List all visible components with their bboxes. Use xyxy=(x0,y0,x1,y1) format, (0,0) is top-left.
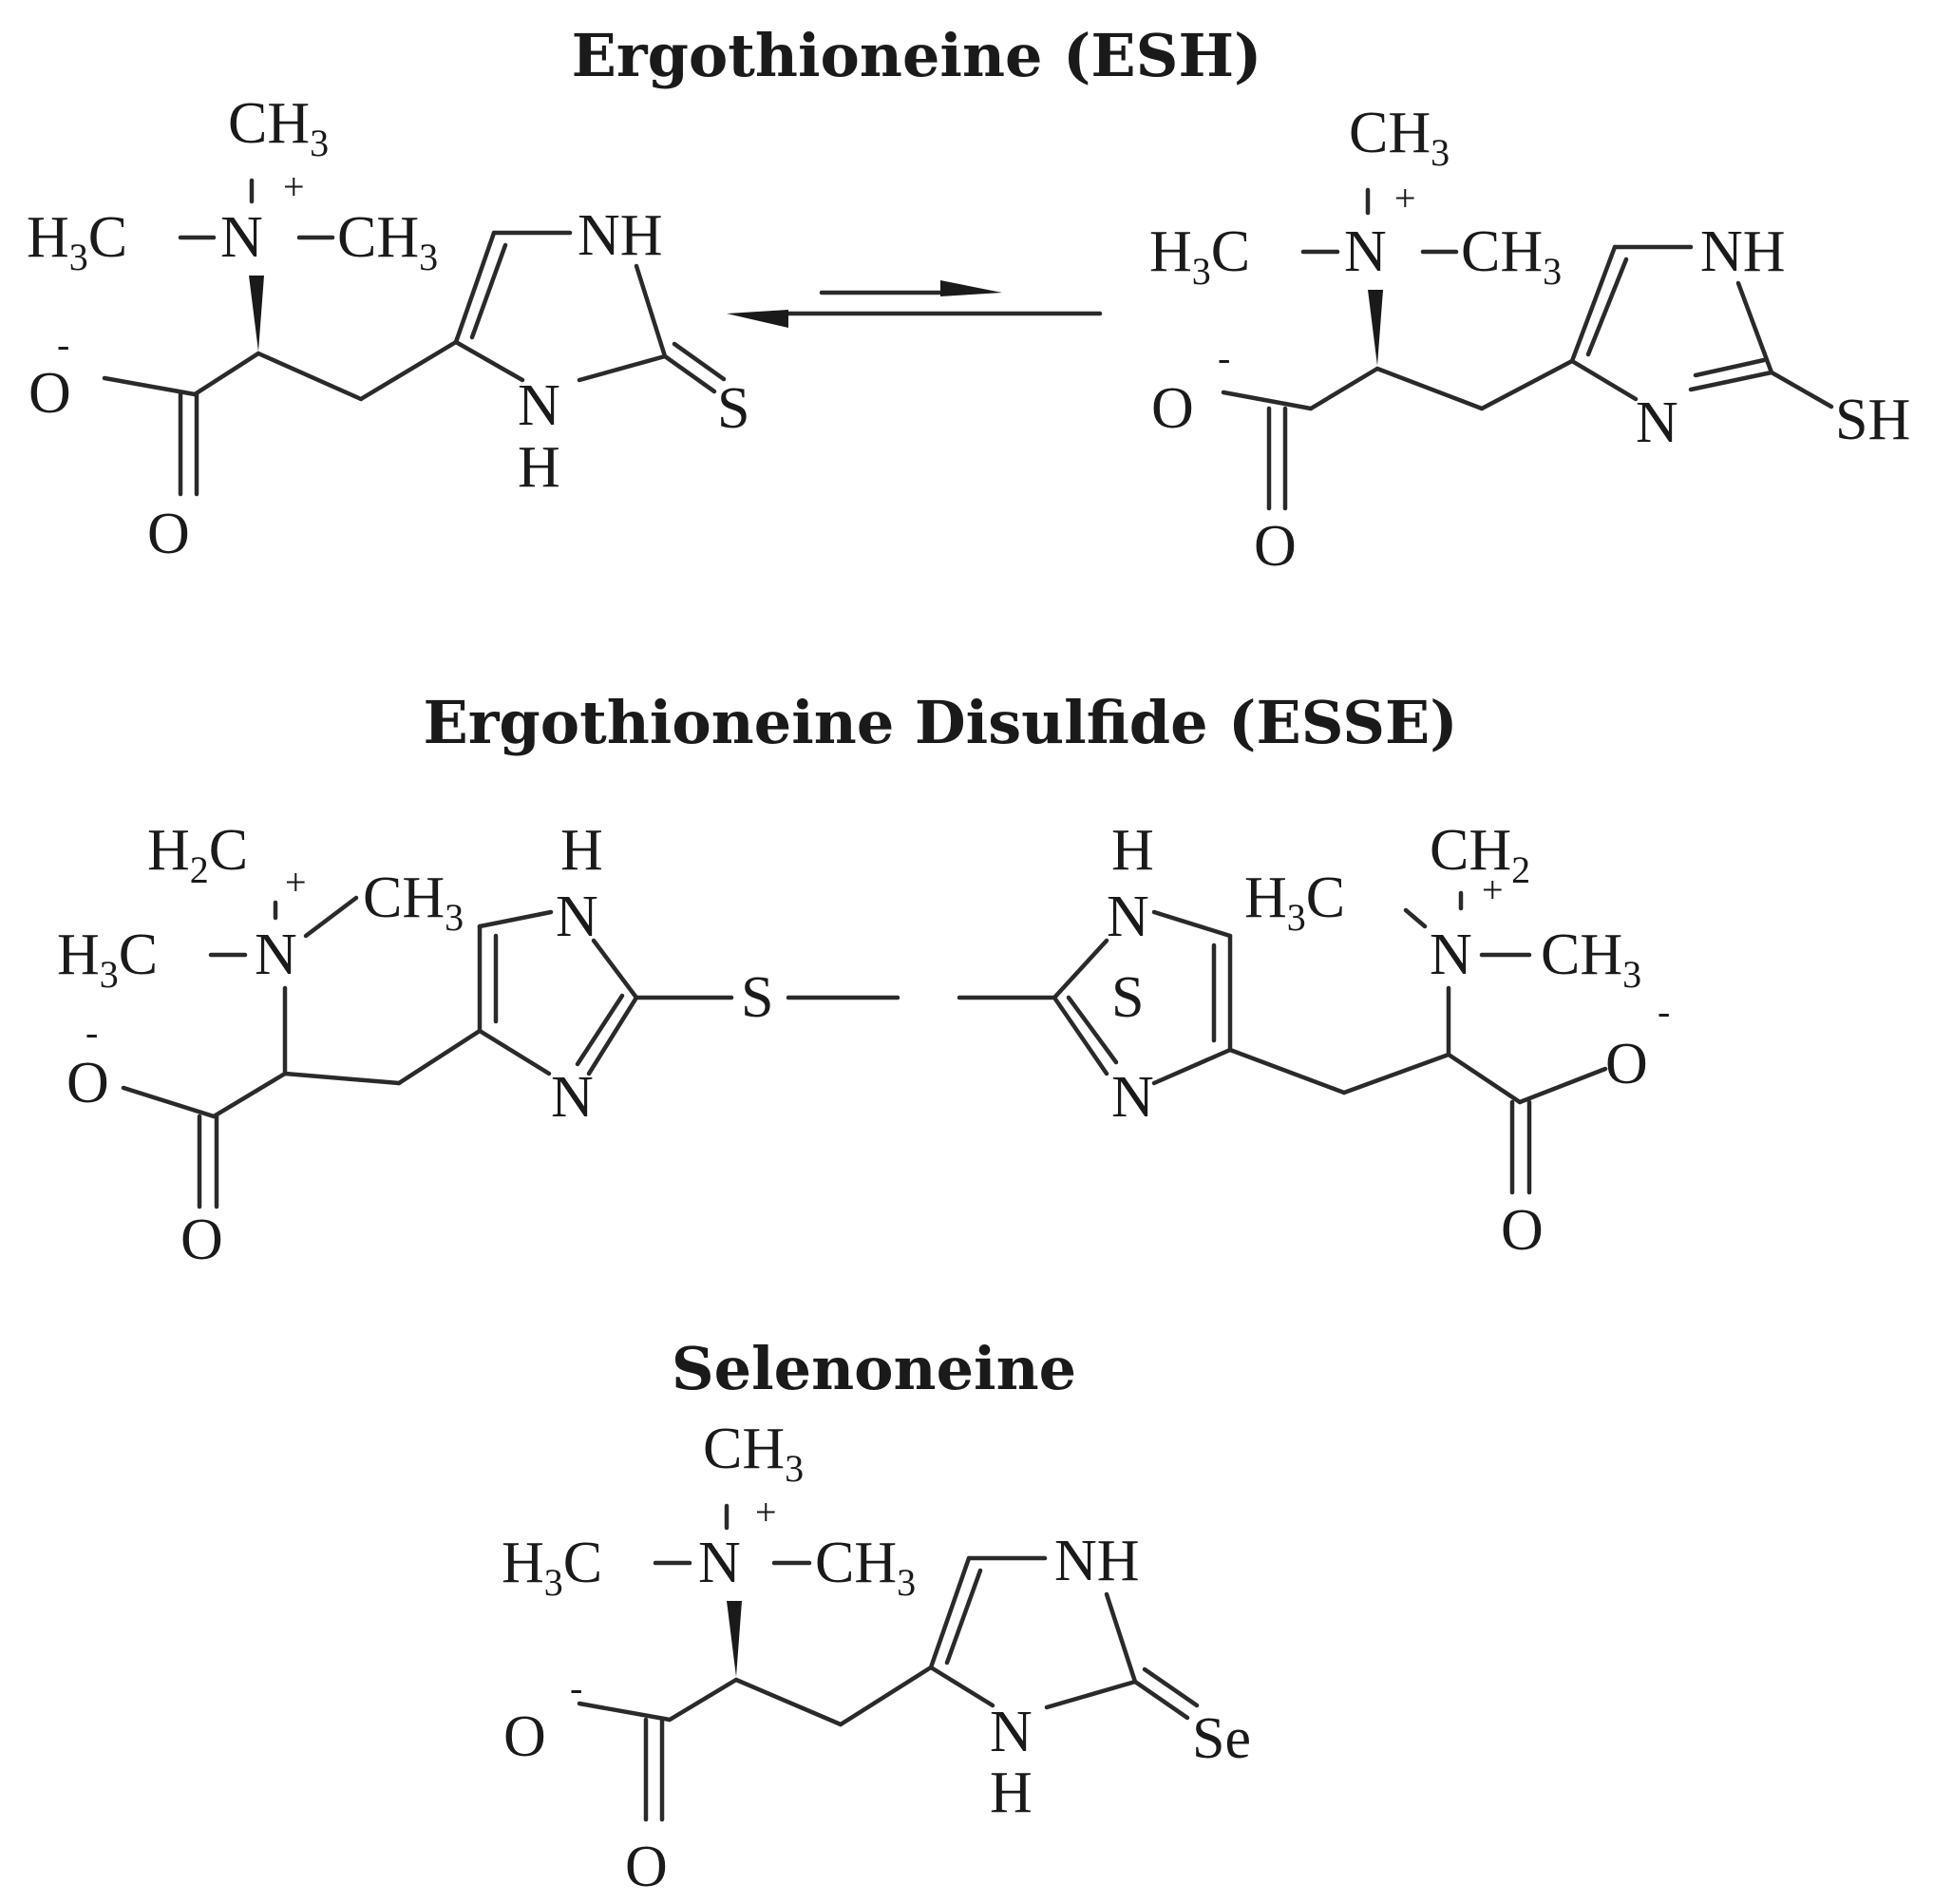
esh-thione-structure: CH3 + H3C N CH3 NH - O S N H O xyxy=(27,91,749,566)
hydrogen-label: H xyxy=(518,435,560,500)
methyl-label: CH3 xyxy=(1461,219,1562,293)
methyl-label: CH3 xyxy=(703,1417,804,1490)
methyl-label: CH3 xyxy=(363,866,464,939)
negative-charge: - xyxy=(57,323,69,366)
sulfur-label: S xyxy=(741,965,773,1030)
nitrogen-label: N xyxy=(551,1065,594,1130)
esh-thiol-structure: CH3 + H3C N CH3 NH - O N SH O xyxy=(1149,101,1910,579)
nitrogen-label: N xyxy=(1111,1065,1154,1130)
thiol-label: SH xyxy=(1835,388,1910,452)
positive-charge: + xyxy=(283,165,305,208)
nitrogen-label: N xyxy=(1430,923,1472,987)
title-ergothioneine: Ergothioneine (ESH) xyxy=(572,21,1262,90)
esse-structure: H2C + CH3 H3C N H N S N - O O S H N N H3… xyxy=(57,818,1670,1272)
methylene-label: CH2 xyxy=(1430,818,1530,891)
oxygen-label: O xyxy=(503,1704,546,1769)
nh-label: NH xyxy=(578,203,663,268)
methyl-label: H3C xyxy=(27,205,127,278)
nitrogen-label: N xyxy=(1636,390,1678,455)
methyl-label: CH3 xyxy=(228,91,329,164)
oxygen-label: O xyxy=(1254,514,1297,579)
positive-charge: + xyxy=(285,861,307,904)
methyl-label: CH3 xyxy=(815,1531,916,1604)
hydrogen-label: H xyxy=(560,818,603,883)
oxygen-label: O xyxy=(147,502,190,566)
negative-charge: - xyxy=(1658,990,1670,1033)
nitrogen-label: N xyxy=(990,1700,1033,1764)
methyl-label: H3C xyxy=(1244,866,1345,939)
nitrogen-label: N xyxy=(220,205,263,270)
nitrogen-label: N xyxy=(698,1531,741,1595)
nh-label: NH xyxy=(1054,1529,1140,1593)
equilibrium-arrows xyxy=(727,280,1103,328)
oxygen-label: O xyxy=(28,361,71,426)
positive-charge: + xyxy=(755,1491,777,1533)
oxygen-label: O xyxy=(66,1051,109,1115)
negative-charge: - xyxy=(1218,336,1230,379)
methyl-label: CH3 xyxy=(1541,923,1641,996)
selenoneine-structure: CH3 + H3C N CH3 NH - O N H Se O xyxy=(502,1417,1251,1899)
hydrogen-label: H xyxy=(990,1761,1033,1825)
selenium-label: Se xyxy=(1192,1706,1251,1771)
sulfur-label: S xyxy=(1111,965,1144,1030)
oxygen-label: O xyxy=(625,1835,668,1899)
nh-label: NH xyxy=(1700,219,1786,284)
hydrogen-label: H xyxy=(1111,818,1154,883)
positive-charge: + xyxy=(1482,868,1504,911)
oxygen-label: O xyxy=(180,1208,223,1272)
methyl-label: H3C xyxy=(57,923,158,996)
positive-charge: + xyxy=(1394,177,1416,219)
nitrogen-label: N xyxy=(556,885,598,949)
sulfur-label: S xyxy=(717,376,749,441)
methyl-label: CH3 xyxy=(1349,101,1450,174)
methyl-label: H3C xyxy=(502,1531,602,1604)
oxygen-label: O xyxy=(1501,1198,1544,1263)
methyl-label: H3C xyxy=(1149,219,1250,293)
oxygen-label: O xyxy=(1151,376,1194,441)
negative-charge: - xyxy=(85,1011,98,1054)
methyl-label: CH3 xyxy=(337,205,438,278)
nitrogen-label: N xyxy=(1344,219,1387,284)
methylene-label: H2C xyxy=(147,818,248,891)
nitrogen-label: N xyxy=(255,923,297,987)
nitrogen-label: N xyxy=(518,373,560,438)
nitrogen-label: N xyxy=(1107,885,1149,949)
title-selenoneine: Selenoneine xyxy=(672,1334,1076,1403)
title-ergothioneine-disulfide: Ergothioneine Disulfide (ESSE) xyxy=(423,688,1457,757)
negative-charge: - xyxy=(570,1666,582,1709)
oxygen-label: O xyxy=(1605,1032,1648,1096)
